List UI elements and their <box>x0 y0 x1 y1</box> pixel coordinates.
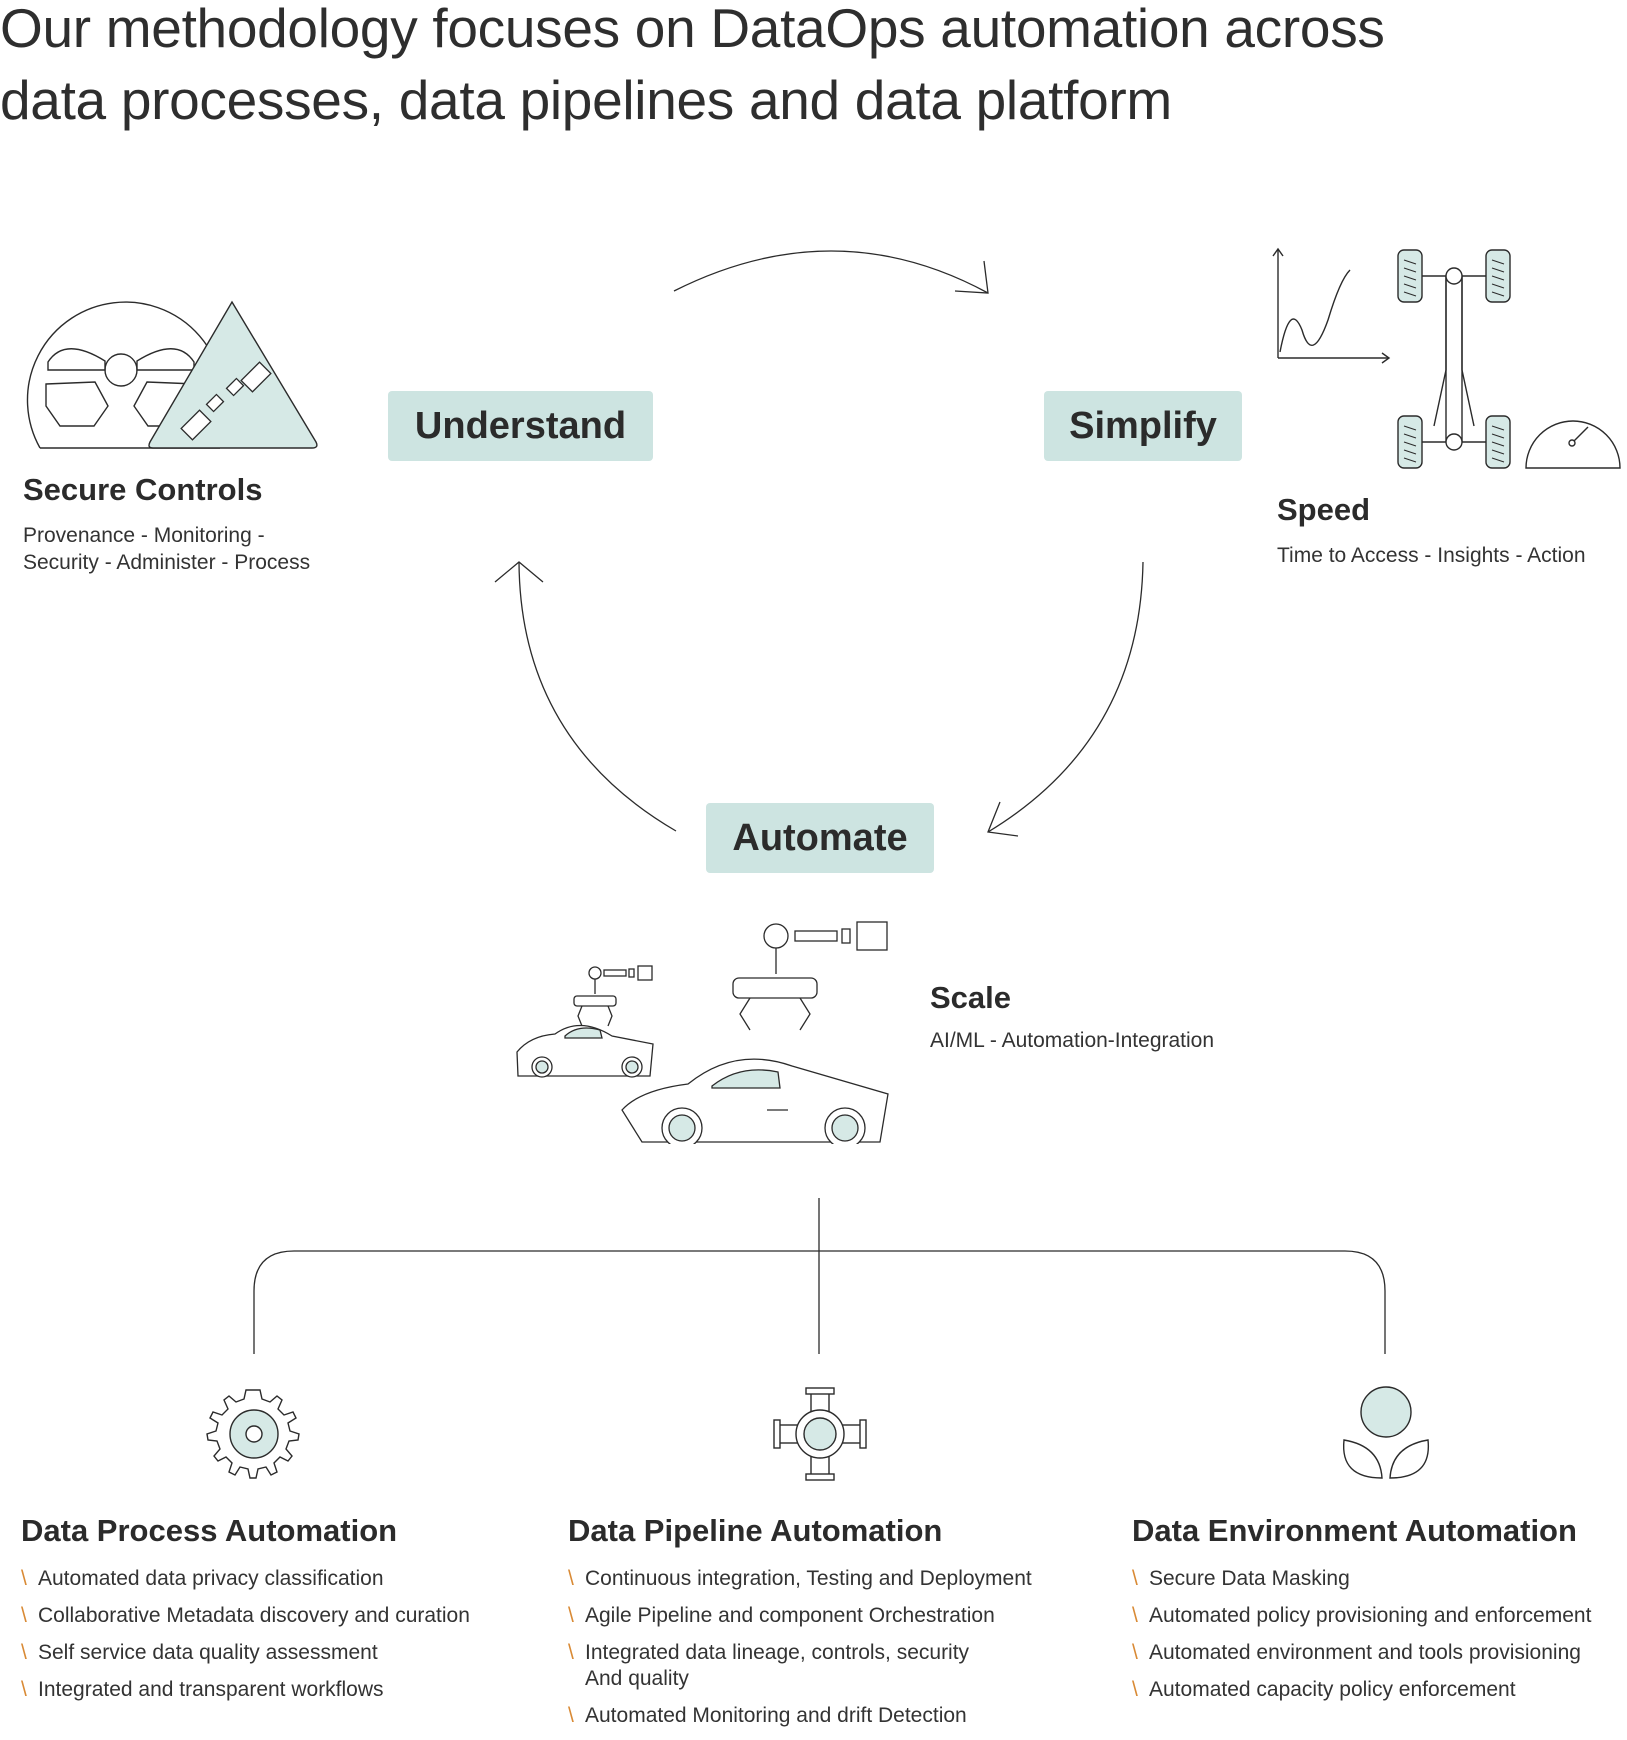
arrow-understand-to-simplify <box>673 250 989 294</box>
bullet-marker: \ <box>568 1567 574 1590</box>
arrow-head-left <box>494 561 544 583</box>
speed-title: Speed <box>1277 492 1371 527</box>
speed-illustration <box>1272 247 1621 469</box>
sprout-icon <box>1342 1386 1430 1479</box>
list-item-text: Continuous integration, Testing and Depl… <box>585 1567 1032 1590</box>
list-item-text: Automated Monitoring and drift Detection <box>585 1704 967 1727</box>
secure-controls-title: Secure Controls <box>23 472 263 507</box>
list-item: \ Automated policy provisioning and enfor… <box>1132 1603 1627 1629</box>
list-item-text: Automated data privacy classification <box>38 1567 384 1590</box>
page-title: Our methodology focuses on DataOps autom… <box>0 0 1600 136</box>
arrow-simplify-to-automate <box>987 561 1144 833</box>
column-title: Data Process Automation <box>21 1513 398 1548</box>
scale-line-1: AI/ML - Automation-Integration <box>930 1029 1215 1052</box>
bullet-marker: \ <box>21 1678 27 1701</box>
list-item-text: Integrated data lineage, controls, secur… <box>585 1641 970 1664</box>
column-data-pipeline: Data Pipeline Automation \ Continuous int… <box>568 1513 1068 1740</box>
speedometer-icon <box>1525 420 1621 469</box>
column-title: Data Environment Automation <box>1132 1513 1577 1548</box>
bullet-marker: \ <box>1132 1641 1138 1664</box>
gear-icon <box>206 1389 300 1479</box>
speed-description: Time to Access - Insights - Action <box>1277 542 1586 569</box>
list-item: \ Self service data quality assessment <box>21 1640 551 1666</box>
list-item: \ Automated capacity policy enforcement <box>1132 1677 1627 1703</box>
car-chassis-icon <box>1397 249 1511 469</box>
column-title: Data Pipeline Automation <box>568 1513 943 1548</box>
list-item: \ Continuous integration, Testing and Dep… <box>568 1566 1068 1592</box>
secure-controls-line-1: Provenance - Monitoring - <box>23 524 265 547</box>
bullet-marker: \ <box>1132 1567 1138 1590</box>
list-item: \ Automated environment and tools provisi… <box>1132 1640 1627 1666</box>
list-item-text: Automated capacity policy enforcement <box>1149 1678 1516 1701</box>
arrow-head-top <box>954 260 989 294</box>
car-icon <box>516 1024 889 1144</box>
list-item: \ Integrated and transparent workflows <box>21 1677 551 1703</box>
arrow-head-right <box>987 801 1019 837</box>
speed-line-1: Time to Access - Insights - Action <box>1277 544 1586 567</box>
scale-title: Scale <box>930 980 1012 1015</box>
list-item-text: And quality <box>585 1667 689 1690</box>
acceleration-graph-icon <box>1272 247 1391 364</box>
list-item-text: Automated policy provisioning and enforc… <box>1149 1604 1592 1627</box>
list-item-text: Self service data quality assessment <box>38 1641 378 1664</box>
connector-branches <box>253 1250 1386 1354</box>
secure-controls-description: Provenance - Monitoring - Security - Adm… <box>23 522 310 576</box>
page-title-line-2: data processes, data pipelines and data … <box>0 69 1172 131</box>
column-list: \ Continuous integration, Testing and Dep… <box>568 1566 1068 1729</box>
scale-illustration <box>516 921 889 1144</box>
phase-simplify[interactable]: Simplify <box>1044 391 1242 461</box>
list-item-text: Integrated and transparent workflows <box>38 1678 384 1701</box>
list-item-text: Collaborative Metadata discovery and cur… <box>38 1604 470 1627</box>
secure-controls-illustration <box>26 300 318 449</box>
seatbelt-warning-icon <box>148 300 318 449</box>
column-list: \ Automated data privacy classification \ C… <box>21 1566 551 1703</box>
list-item-text: Secure Data Masking <box>1149 1567 1350 1590</box>
robot-arm-icon <box>573 921 888 1031</box>
secure-controls-line-2: Security - Administer - Process <box>23 551 311 574</box>
bullet-marker: \ <box>568 1604 574 1627</box>
phase-understand[interactable]: Understand <box>388 391 653 461</box>
scale-description: AI/ML - Automation-Integration <box>930 1027 1214 1054</box>
column-data-process: Data Process Automation \ Automated data … <box>21 1513 551 1714</box>
list-item: \ Automated Monitoring and drift Detectio… <box>568 1703 1068 1729</box>
bullet-marker: \ <box>21 1567 27 1590</box>
list-item: \ Automated data privacy classification <box>21 1566 551 1592</box>
list-item: \ Secure Data Masking <box>1132 1566 1627 1592</box>
list-item: \ Collaborative Metadata discovery and cu… <box>21 1603 551 1629</box>
pipeline-joint-icon <box>773 1387 867 1481</box>
bullet-marker: \ <box>568 1641 574 1664</box>
phase-automate[interactable]: Automate <box>706 803 934 873</box>
bullet-marker: \ <box>1132 1604 1138 1627</box>
list-item-text: Automated environment and tools provisio… <box>1149 1641 1581 1664</box>
page-title-line-1: Our methodology focuses on DataOps autom… <box>0 0 1385 59</box>
bullet-marker: \ <box>21 1604 27 1627</box>
column-list: \ Secure Data Masking \ Automated policy pr… <box>1132 1566 1627 1703</box>
list-item: \ Agile Pipeline and component Orchestrat… <box>568 1603 1068 1629</box>
bullet-marker: \ <box>21 1641 27 1664</box>
column-data-environment: Data Environment Automation \ Secure Data… <box>1132 1513 1627 1714</box>
list-item: \ Integrated data lineage, controls, secu… <box>568 1640 1068 1692</box>
arrow-automate-to-understand <box>518 561 677 832</box>
bullet-marker: \ <box>1132 1678 1138 1701</box>
bullet-marker: \ <box>568 1704 574 1727</box>
list-item-text: Agile Pipeline and component Orchestrati… <box>585 1604 995 1627</box>
